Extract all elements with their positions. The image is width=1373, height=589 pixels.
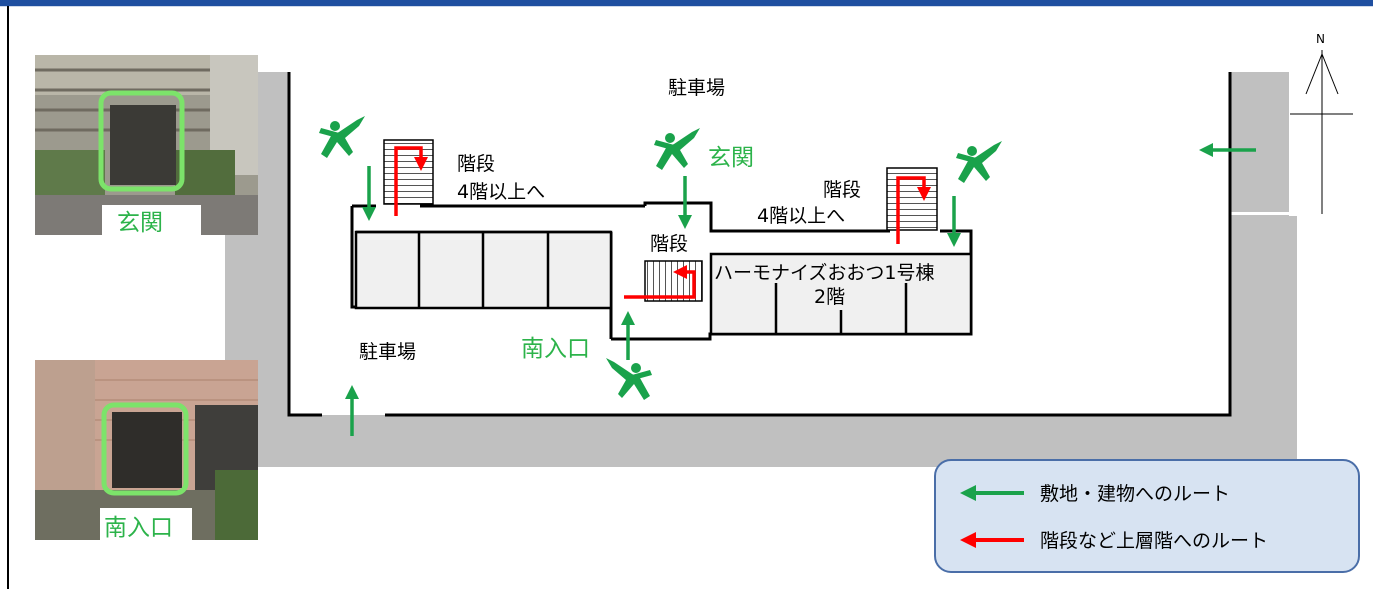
stairs-left-symbol [383, 139, 434, 205]
walker-icon [654, 128, 700, 170]
legend-label: 敷地・建物へのルート [1040, 483, 1230, 505]
building-floor-label: 2階 [814, 286, 845, 308]
site-boundary [287, 72, 1232, 417]
stairs-left-sub-label: 4階以上へ [457, 181, 545, 203]
south-entrance-photo-caption: 南入口 [104, 515, 173, 541]
parking-top-label: 駐車場 [668, 77, 725, 99]
parking-left-label: 駐車場 [359, 341, 416, 363]
walker-icon [956, 141, 1002, 183]
entrance-photo-caption: 玄関 [117, 210, 163, 236]
legend-item: 階段など上層階へのルート [960, 530, 1268, 552]
entrance-photo [35, 55, 258, 235]
stairs-left-label: 階段 [457, 153, 495, 175]
south-entrance-map-label: 南入口 [521, 336, 590, 362]
walker-icon [606, 358, 652, 400]
stairs-center-label: 階段 [650, 233, 688, 255]
entrance-map-label: 玄関 [708, 145, 754, 171]
legend-label: 階段など上層階へのルート [1040, 530, 1268, 552]
right-units [709, 252, 973, 336]
left-units [354, 230, 613, 310]
sidewalk [225, 72, 1297, 467]
stairs-right-sub-label: 4階以上へ [757, 205, 845, 227]
stairs-right-label: 階段 [823, 179, 861, 201]
red-stair-routes [394, 146, 931, 299]
top-bar [0, 0, 1373, 6]
compass-north-label: N [1316, 32, 1325, 46]
walker-icon [319, 116, 365, 158]
building-name-label: ハーモナイズおおつ1号棟 [714, 262, 935, 284]
legend: 敷地・建物へのルート 階段など上層階へのルート [934, 459, 1360, 573]
north-compass-icon [1289, 48, 1353, 216]
legend-item: 敷地・建物へのルート [960, 483, 1230, 505]
green-routes [345, 143, 1256, 436]
south-entrance-photo [35, 360, 258, 540]
